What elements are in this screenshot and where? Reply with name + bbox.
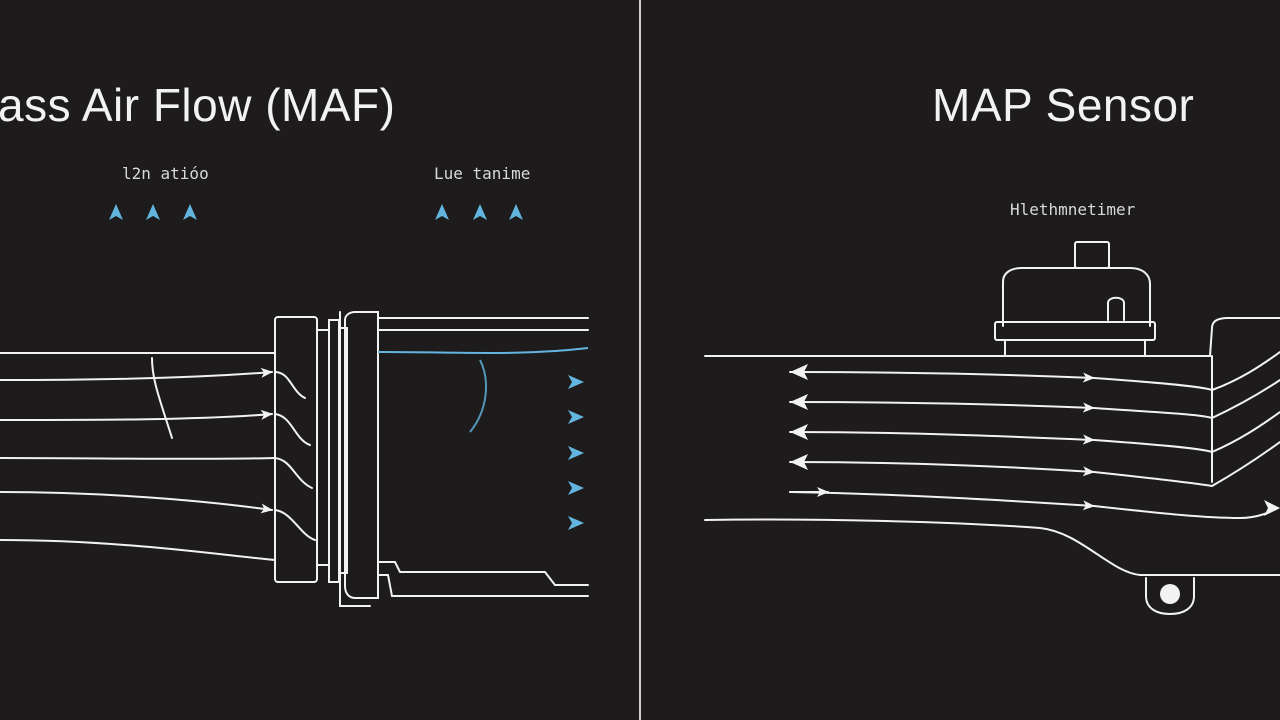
arrow-left-icon	[790, 454, 808, 470]
map-sensor-cap	[1074, 241, 1110, 269]
map-flow-line	[789, 491, 1095, 511]
maf-flow-line	[0, 457, 276, 460]
maf-flow-line	[0, 409, 273, 421]
map-flow-line	[789, 431, 1095, 445]
maf-blue-curve	[377, 347, 589, 354]
arrow-left-icon	[790, 394, 808, 410]
maf-blue-curve	[469, 359, 487, 433]
map-flow-line	[789, 371, 1095, 383]
map-flow-line	[789, 461, 1095, 477]
maf-flange-ring	[316, 329, 330, 566]
map-mount-hole	[1160, 584, 1180, 604]
map-flow-line	[1093, 379, 1280, 420]
map-flow-line	[1093, 411, 1280, 454]
map-flow-line	[789, 401, 1095, 413]
map-flow-line	[1093, 505, 1279, 520]
map-top-wall	[704, 317, 1280, 357]
maf-outflow-arrows	[410, 375, 584, 530]
maf-up-arrows-right	[435, 204, 523, 296]
maf-flange-ring	[328, 319, 340, 583]
maf-diagram	[0, 311, 589, 607]
arrow-right-icon	[1264, 500, 1280, 516]
map-flow-line	[1093, 351, 1280, 392]
maf-internal-line	[274, 509, 316, 541]
maf-internal-line	[274, 413, 311, 446]
maf-blue-accents	[377, 347, 589, 433]
maf-body	[344, 311, 379, 599]
map-sensor-port	[1107, 296, 1125, 321]
maf-label-left: l2n atióo	[122, 164, 209, 183]
maf-outlet-bottom	[377, 574, 589, 597]
map-diagram	[704, 241, 1280, 616]
maf-label-right: Lue tanime	[434, 164, 531, 183]
map-sensor-label: Hlethmnetimer	[1010, 200, 1136, 219]
map-title: MAP Sensor	[932, 79, 1195, 131]
maf-up-arrows-left	[109, 204, 197, 296]
maf-inner-curve	[151, 357, 173, 439]
map-flow-line	[1093, 441, 1280, 488]
maf-flange-outer	[274, 316, 318, 583]
maf-flow-line	[0, 367, 273, 381]
map-mount-tab	[1145, 577, 1195, 616]
arrow-left-icon	[790, 424, 808, 440]
maf-internal-line	[274, 371, 306, 399]
map-sensor-body	[1002, 267, 1151, 327]
maf-internal-line	[274, 457, 313, 489]
maf-body-outline	[339, 311, 371, 607]
maf-outlet-bottom	[377, 561, 589, 586]
maf-title: ass Air Flow (MAF)	[0, 79, 396, 131]
arrow-left-icon	[790, 364, 808, 380]
map-sensor-base	[994, 321, 1156, 341]
map-bottom-wall	[704, 518, 1280, 576]
maf-flow-line	[0, 491, 273, 514]
maf-pipe-bottom-wall	[0, 539, 276, 561]
